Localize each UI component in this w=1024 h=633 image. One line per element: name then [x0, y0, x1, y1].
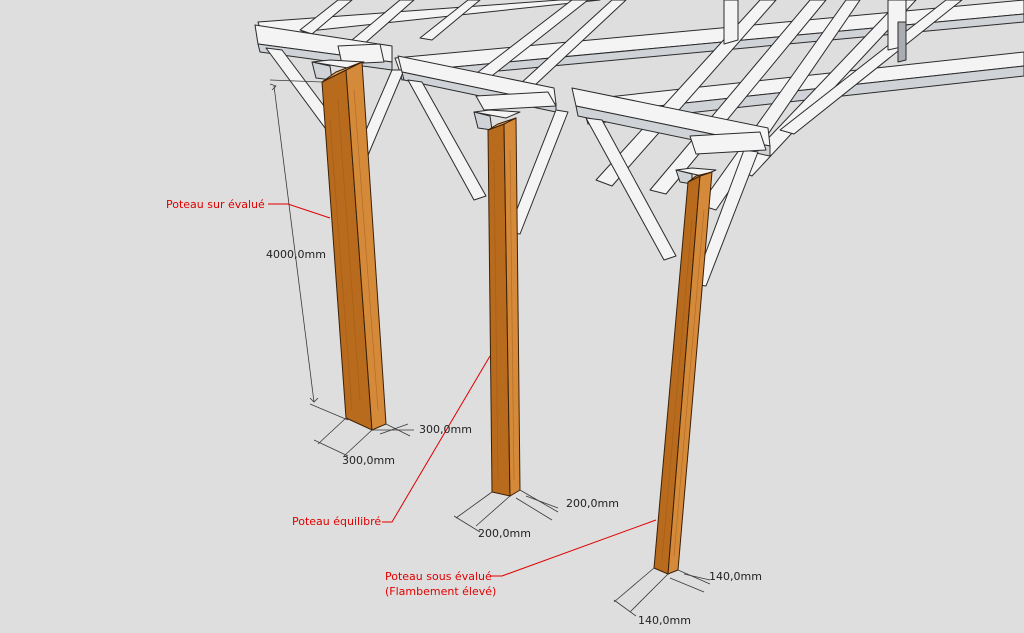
king-post-b-side — [897, 21, 907, 63]
dim-post3-width: 140,0mm — [638, 614, 691, 627]
dim-post1-depth: 300,0mm — [419, 423, 472, 436]
label-post-balanced: Poteau équilibré — [292, 515, 381, 528]
dim-height: 4000,0mm — [266, 248, 326, 261]
post-under-evaluated — [653, 171, 713, 575]
truss-right — [571, 87, 771, 287]
dim-post1-width: 300,0mm — [342, 454, 395, 467]
dimension-lines — [269, 79, 711, 617]
roof-structure — [254, 0, 1024, 287]
post-balanced — [487, 117, 521, 497]
label-post-under-buckling: (Flambement élevé) — [385, 585, 496, 598]
cap-middle — [473, 109, 521, 119]
king-post-a — [723, 0, 739, 45]
dim-post2-width: 200,0mm — [478, 527, 531, 540]
truss-middle — [397, 55, 569, 235]
post-over-evaluated — [321, 61, 387, 431]
dim-post3-depth: 140,0mm — [709, 570, 762, 583]
label-post-under-evaluated: Poteau sous évalué — [385, 570, 492, 583]
rafters — [299, 0, 963, 211]
dim-post2-depth: 200,0mm — [566, 497, 619, 510]
annotation-leaders — [268, 203, 657, 577]
label-post-over-evaluated: Poteau sur évalué — [166, 198, 265, 211]
